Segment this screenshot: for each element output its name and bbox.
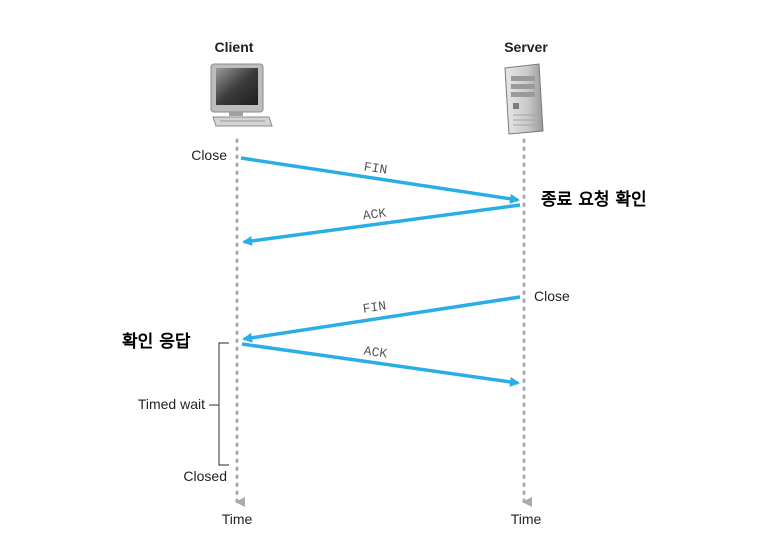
ack-label-1: ACK: [362, 206, 387, 224]
client-time-label: Time: [222, 511, 253, 527]
server-title: Server: [504, 39, 548, 55]
server-ack-annotation: 종료 요청 확인: [541, 189, 647, 210]
timed-wait-bracket: [218, 342, 229, 466]
server-close-label: Close: [534, 288, 570, 304]
server-time-label: Time: [511, 511, 542, 527]
fin-arrow-client-to-server: [240, 156, 520, 204]
timed-wait-label: Timed wait: [138, 396, 205, 412]
fin-label-2: FIN: [362, 298, 387, 316]
desktop-computer-icon: [210, 63, 273, 127]
client-title: Client: [215, 39, 254, 55]
client-ack-annotation: 확인 응답: [122, 332, 191, 352]
ack-label-2: ACK: [363, 343, 388, 361]
client-closed-label: Closed: [183, 468, 227, 484]
fin-arrow-server-to-client: [242, 295, 521, 343]
fin-label-1: FIN: [363, 159, 388, 177]
client-close-label: Close: [191, 147, 227, 163]
ack-arrow-server-to-client: [242, 203, 521, 246]
server-tower-icon: [504, 63, 544, 135]
ack-arrow-client-to-server: [241, 342, 520, 387]
